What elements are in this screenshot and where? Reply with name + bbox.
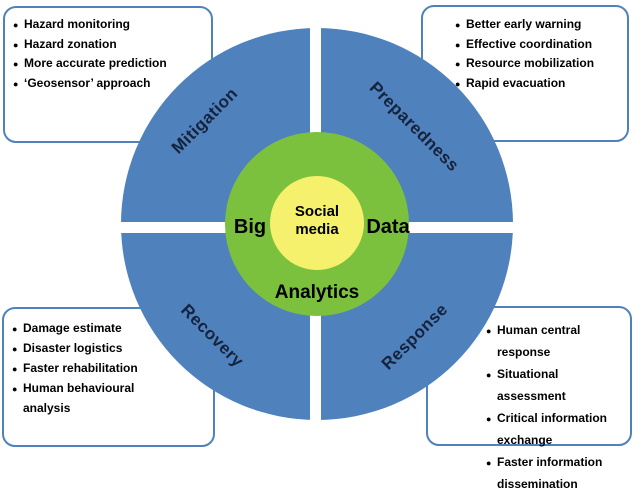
bullet-icon: ●	[12, 344, 18, 354]
social-media-line1: Social	[294, 203, 340, 220]
list-item-text: Faster rehabilitation	[23, 358, 209, 378]
list-item-line: Critical information	[497, 411, 608, 425]
bullet-icon: ●	[455, 39, 461, 50]
list-item-line: Resource mobilization	[466, 56, 595, 70]
list-item-line: Disaster logistics	[23, 341, 123, 355]
bullet-icon: ●	[13, 59, 19, 69]
list-item-text: Hazard monitoring	[24, 15, 207, 35]
social-media-line2: media	[295, 221, 339, 238]
bullet-icon: ●	[486, 370, 492, 380]
list-item-line: Hazard zonation	[24, 36, 117, 51]
data-label: Data	[366, 216, 410, 238]
recovery-bullet-list: ● Damage estimate ● Disaster logistics ●…	[12, 318, 209, 418]
list-item: ● Faster information dissemination	[486, 451, 628, 495]
list-item-line: Faster rehabilitation	[23, 361, 138, 375]
list-item-text: ‘Geosensor’ approach	[24, 74, 207, 94]
bullet-icon: ●	[486, 458, 492, 468]
bullet-icon: ●	[486, 326, 492, 336]
list-item-line: Hazard monitoring	[24, 17, 131, 31]
list-item: ● ‘Geosensor’ approach	[13, 74, 207, 94]
list-item-text: Human behavioural analysis	[23, 378, 209, 418]
list-item-text: Situational assessment	[497, 363, 628, 407]
list-item-text: Human central response	[497, 319, 628, 363]
bullet-icon: ●	[12, 324, 18, 334]
list-item-line: Situational assessment	[497, 367, 566, 403]
list-item-line: analysis	[23, 401, 71, 415]
bullet-icon: ●	[12, 364, 18, 374]
analytics-label: Analytics	[274, 282, 360, 303]
list-item-text: Faster information dissemination	[497, 451, 628, 495]
mitigation-callout-box: ● Hazard monitoring ● Hazard zonation ● …	[3, 6, 213, 143]
bullet-icon: ●	[455, 78, 461, 89]
bullet-icon: ●	[455, 20, 461, 30]
list-item-line: Human central response	[497, 323, 581, 359]
list-item-line: Effective coordination	[466, 36, 593, 51]
social-media-label: Social media	[270, 203, 364, 239]
list-item-text: Damage estimate	[23, 318, 209, 338]
preparedness-bullet-list: ● Better early warning ● Effective coord…	[455, 15, 623, 93]
list-item: ● Resource mobilization	[455, 54, 623, 74]
list-item-line: Faster information	[497, 455, 603, 469]
list-item-line: Human behavioural	[23, 381, 135, 395]
list-item: ● Critical information exchange	[486, 407, 628, 451]
list-item-line: More accurate prediction	[24, 56, 167, 70]
bullet-icon: ●	[12, 384, 18, 394]
list-item-text: Critical information exchange	[497, 407, 628, 451]
list-item: ● Hazard monitoring	[13, 15, 207, 35]
list-item-line: exchange	[497, 433, 553, 447]
social-media-core-circle	[270, 176, 364, 270]
list-item: ● Disaster logistics	[12, 338, 209, 358]
list-item: ● Human central response	[486, 319, 628, 363]
list-item: ● More accurate prediction	[13, 54, 207, 74]
bullet-icon: ●	[13, 39, 19, 50]
list-item-line: Better early warning	[466, 17, 582, 31]
list-item: ● Situational assessment	[486, 363, 628, 407]
list-item-text: Hazard zonation	[24, 35, 207, 55]
list-item: ● Faster rehabilitation	[12, 358, 209, 378]
list-item: ● Better early warning	[455, 15, 623, 35]
list-item-text: Effective coordination	[466, 35, 623, 55]
list-item: ● Hazard zonation	[13, 35, 207, 55]
bullet-icon: ●	[13, 78, 19, 89]
list-item: ● Damage estimate	[12, 318, 209, 338]
list-item-line: dissemination	[497, 477, 578, 491]
list-item-text: Disaster logistics	[23, 338, 209, 358]
list-item: ● Rapid evacuation	[455, 74, 623, 94]
list-item: ● Effective coordination	[455, 35, 623, 55]
list-item-text: Resource mobilization	[466, 54, 623, 74]
list-item-line: Damage estimate	[23, 321, 122, 335]
bullet-icon: ●	[13, 20, 19, 30]
list-item-text: Better early warning	[466, 15, 623, 35]
list-item-line: Rapid evacuation	[466, 75, 566, 90]
bullet-icon: ●	[486, 414, 492, 424]
bullet-icon: ●	[455, 59, 461, 69]
mitigation-bullet-list: ● Hazard monitoring ● Hazard zonation ● …	[13, 15, 207, 93]
list-item-text: Rapid evacuation	[466, 74, 623, 94]
list-item-text: More accurate prediction	[24, 54, 207, 74]
response-bullet-list: ● Human central response ● Situational a…	[486, 319, 628, 495]
big-label: Big	[233, 216, 267, 238]
list-item-line: ‘Geosensor’ approach	[24, 75, 151, 90]
disaster-management-diagram: ● Hazard monitoring ● Hazard zonation ● …	[2, 5, 632, 491]
list-item: ● Human behavioural analysis	[12, 378, 209, 418]
